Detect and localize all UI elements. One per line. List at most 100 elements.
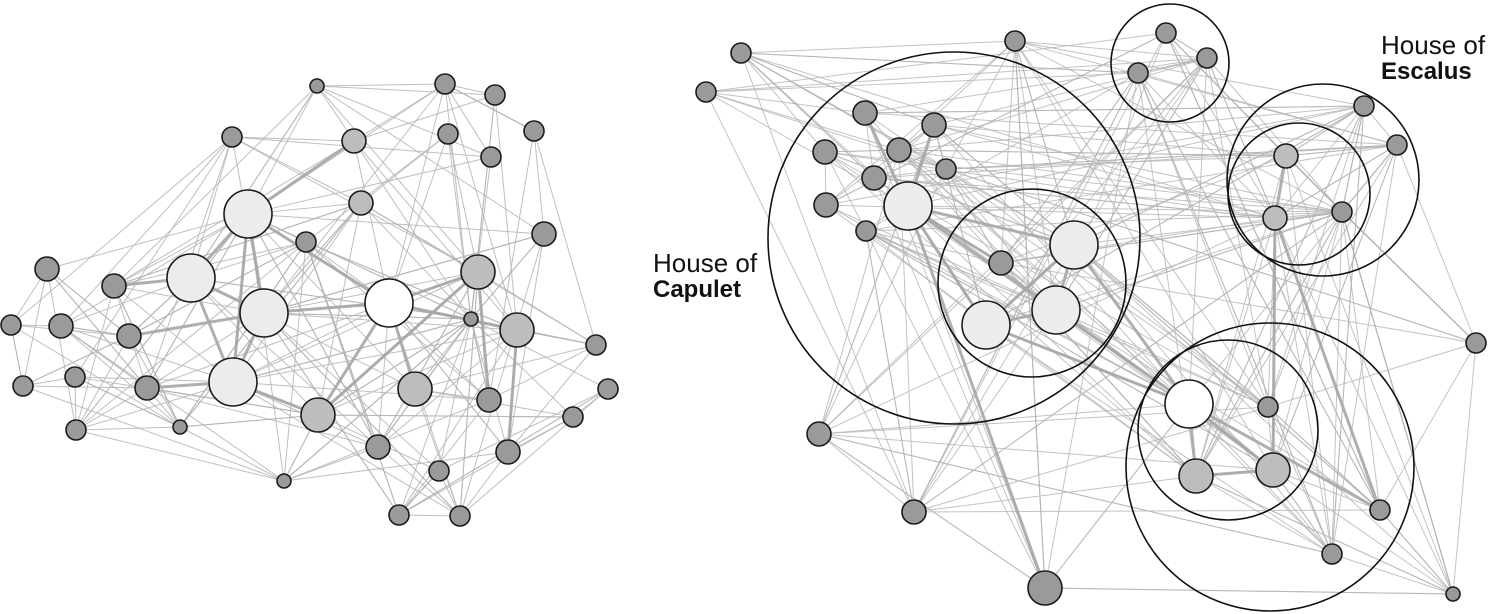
edge [865, 230, 987, 326]
house-escalus-label-name: Escalus [1381, 58, 1472, 85]
edge [305, 241, 400, 516]
edge [873, 177, 1046, 589]
edge [1014, 40, 1274, 471]
edge [46, 268, 130, 337]
network-node-l4 [208, 357, 258, 407]
edge [740, 52, 947, 170]
edge [377, 329, 518, 448]
edge [263, 312, 472, 320]
edge [1165, 32, 1276, 219]
edge [1274, 144, 1398, 219]
edge [1271, 217, 1277, 471]
edge [398, 329, 518, 516]
network-node-l3 [239, 288, 289, 338]
edge [232, 318, 472, 383]
edge [74, 136, 233, 378]
edge [470, 318, 609, 390]
edge [317, 270, 479, 417]
house-escalus-label-line1: House of [1381, 30, 1486, 60]
network-node-l8 [499, 312, 535, 348]
edge [60, 325, 285, 482]
left-network-nodes [0, 73, 619, 527]
edge [1341, 211, 1454, 595]
network-node-r14 [901, 499, 927, 525]
cluster-ring-montague-outer [1125, 322, 1415, 612]
edge [907, 204, 1057, 312]
edge [898, 149, 1343, 213]
edge [818, 433, 1046, 589]
network-node-l10 [348, 190, 374, 216]
edge [447, 133, 472, 320]
network-node-r19 [812, 139, 838, 165]
edge [507, 344, 597, 453]
edge [1137, 72, 1276, 219]
edge [1331, 211, 1343, 555]
edge [1014, 40, 1075, 246]
network-node-l35 [295, 231, 317, 253]
edge [913, 32, 1167, 513]
network-node-r2 [1049, 220, 1099, 270]
edge [414, 344, 597, 390]
edge [232, 329, 518, 383]
edge [146, 302, 390, 389]
edge [945, 168, 1269, 408]
edge [190, 277, 472, 320]
edge [740, 52, 826, 153]
edge [232, 381, 461, 517]
edge [247, 156, 492, 215]
network-node-l36 [221, 126, 243, 148]
network-node-l21 [12, 375, 34, 397]
edge [360, 202, 472, 320]
edge [1341, 105, 1365, 213]
edge [1331, 105, 1365, 555]
edge [1341, 144, 1398, 213]
edge [740, 52, 935, 126]
edge [377, 271, 479, 448]
edge [1014, 40, 1343, 213]
edge [1272, 469, 1381, 511]
network-node-r12 [852, 100, 878, 126]
edge [705, 57, 1208, 93]
edge [1272, 144, 1398, 471]
edge [353, 140, 518, 331]
network-node-l13 [495, 439, 521, 465]
network-node-l7 [460, 254, 496, 290]
edge [1073, 244, 1381, 511]
edge [1396, 144, 1477, 344]
edge [818, 433, 1333, 555]
edge [1000, 72, 1139, 264]
edge [75, 241, 307, 431]
network-node-r9 [1262, 205, 1288, 231]
edge [75, 213, 249, 431]
edge [1195, 144, 1398, 477]
edge [1137, 72, 1398, 146]
network-node-r27 [1196, 47, 1218, 69]
network-node-l15 [116, 323, 142, 349]
edge [75, 429, 285, 482]
edge [1267, 105, 1365, 408]
edge [470, 318, 509, 453]
network-node-r24 [935, 158, 957, 180]
edge [317, 202, 362, 416]
edge [1044, 403, 1190, 589]
edge [388, 83, 446, 304]
edge [1272, 469, 1454, 595]
network-node-r28 [1127, 62, 1149, 84]
edge [283, 241, 307, 482]
edge [459, 271, 479, 517]
edge [1206, 57, 1269, 408]
edge [316, 85, 492, 158]
network-node-l17 [365, 434, 391, 460]
edge [1055, 211, 1343, 311]
house-escalus-label: House of Escalus [1381, 32, 1485, 85]
edge [1341, 211, 1477, 344]
edge [46, 213, 249, 270]
edge [488, 130, 535, 401]
edge [898, 40, 1016, 151]
edge [1267, 211, 1343, 408]
edge [985, 324, 1197, 477]
edge [438, 318, 472, 472]
network-node-r22 [1465, 332, 1487, 354]
edge [824, 151, 1075, 246]
